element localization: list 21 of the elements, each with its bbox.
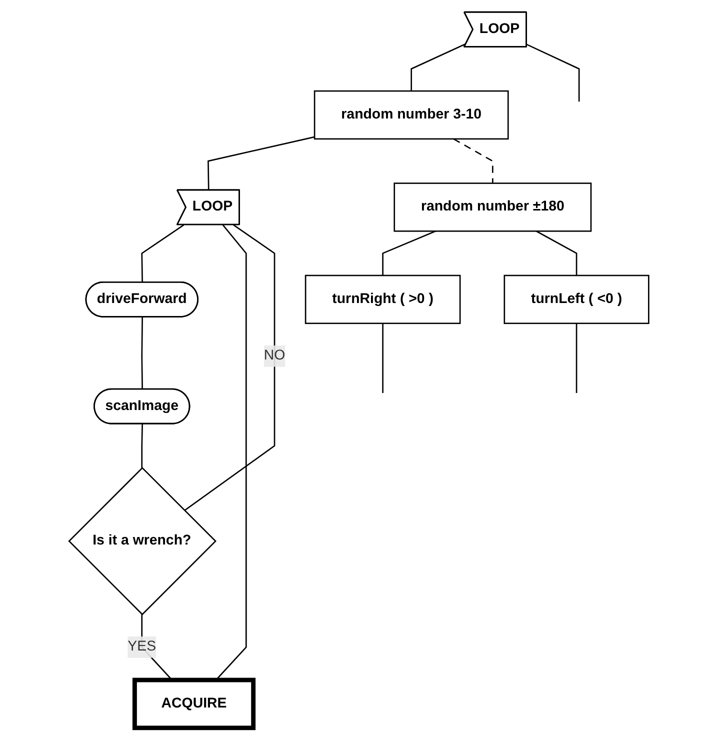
connector — [452, 138, 493, 184]
connector — [536, 230, 577, 276]
connector — [140, 424, 143, 468]
connector — [526, 44, 580, 102]
connector — [140, 224, 184, 283]
connector — [575, 323, 577, 393]
node-diamond: Is it a wrench? — [68, 466, 216, 616]
connector — [410, 43, 466, 92]
connector — [207, 136, 314, 190]
connector — [140, 317, 143, 390]
node-box: random number ±180 — [393, 182, 592, 232]
connector — [382, 230, 436, 276]
edge-label: YES — [127, 639, 156, 654]
connector — [382, 323, 384, 393]
edge-label: NO — [263, 348, 285, 364]
node-box: turnLeft ( <0 ) — [503, 274, 649, 324]
connector — [184, 224, 275, 512]
connector — [215, 224, 246, 680]
node-box: ACQUIRE — [132, 678, 256, 730]
node-box: turnRight ( >0 ) — [304, 274, 460, 324]
node-box: random number 3-10 — [314, 90, 508, 140]
